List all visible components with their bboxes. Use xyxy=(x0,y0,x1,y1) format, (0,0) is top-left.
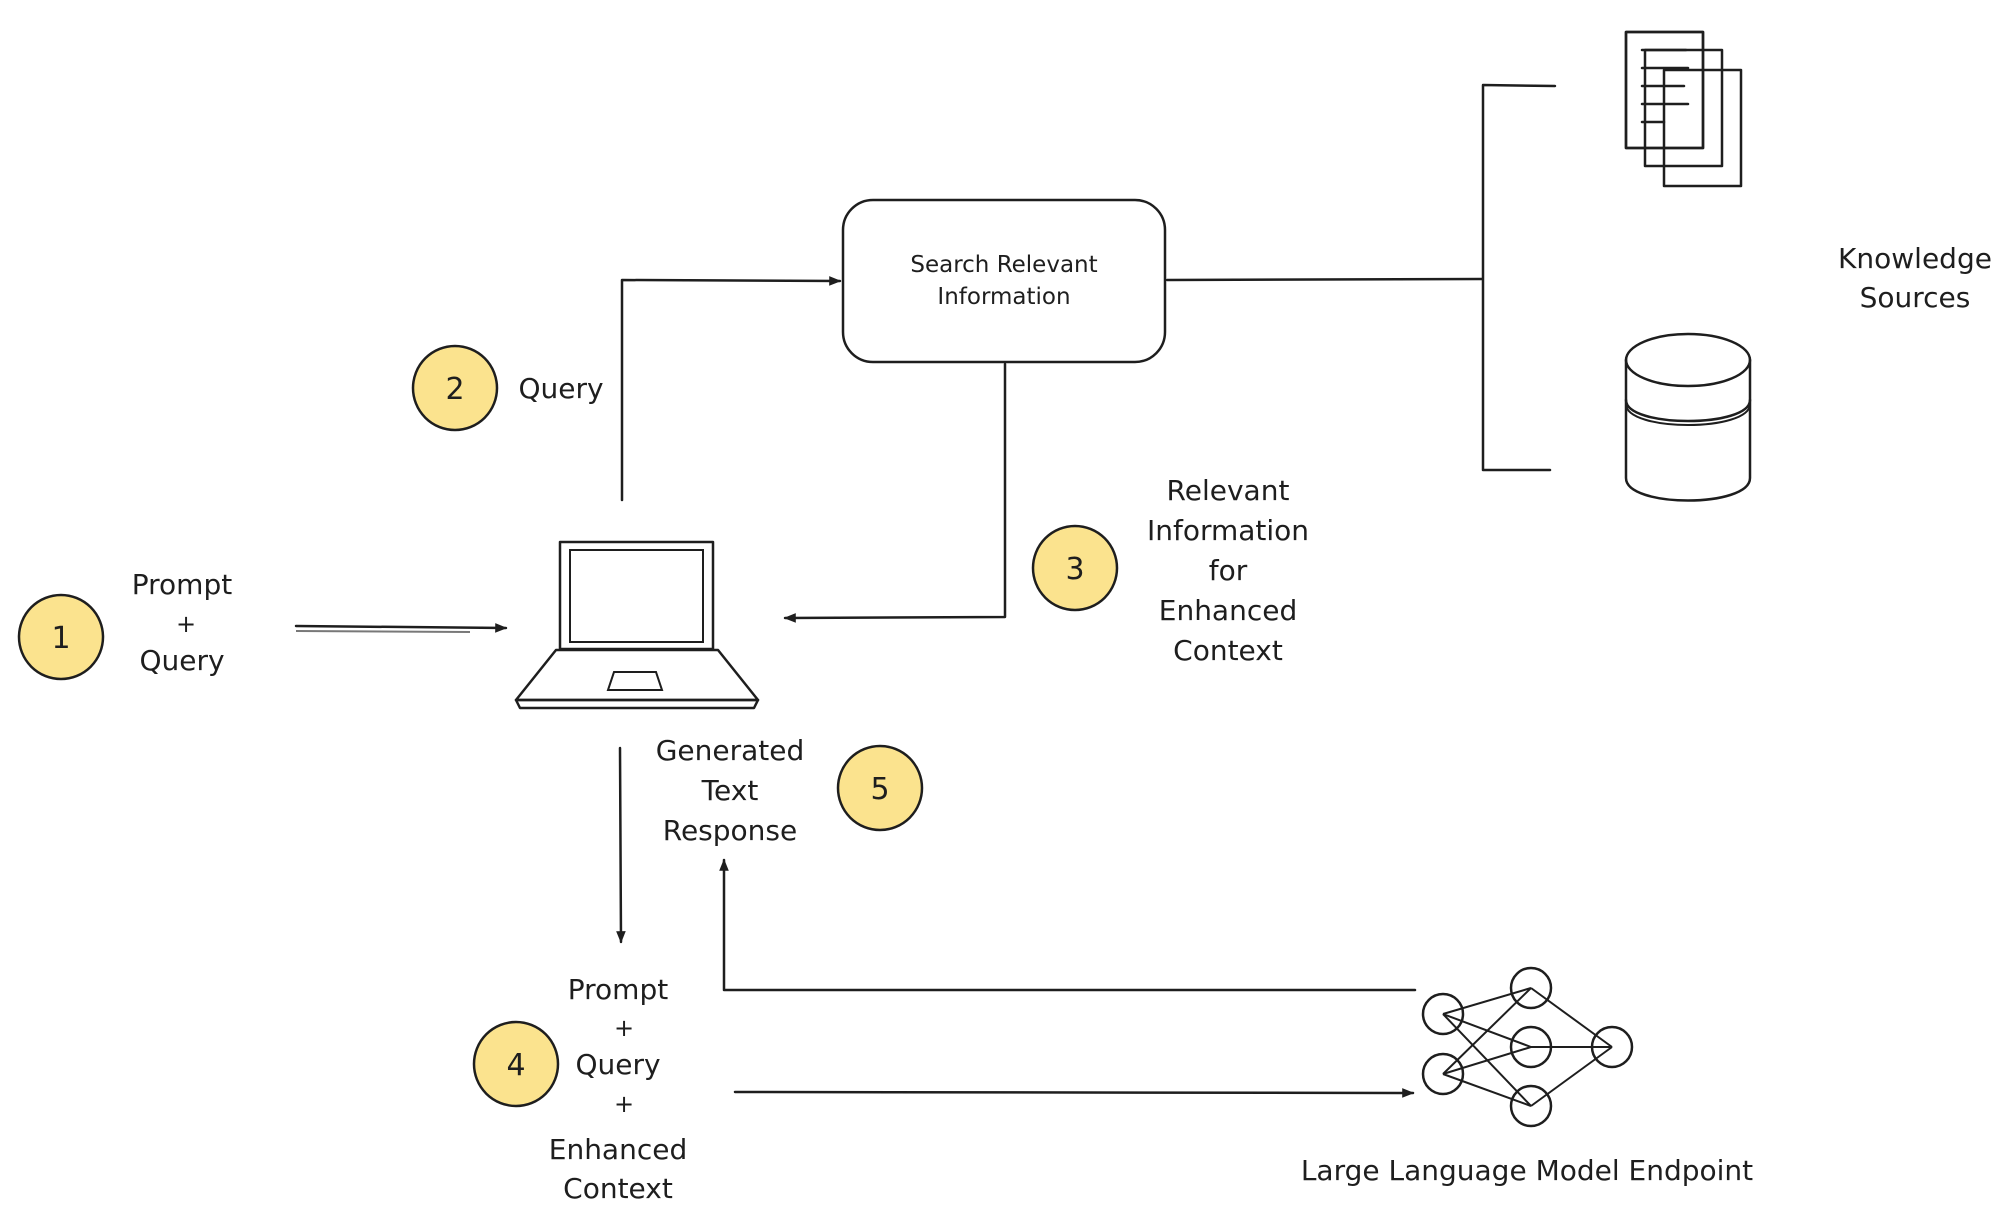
step4-label: Prompt + Query + Enhanced Context xyxy=(549,973,687,1205)
svg-text:for: for xyxy=(1209,554,1248,587)
arrow-bundle-to-llm xyxy=(733,1088,1415,1098)
svg-text:2: 2 xyxy=(445,372,464,407)
arrow-llm-to-response xyxy=(719,858,1417,992)
svg-text:Generated: Generated xyxy=(656,734,805,767)
svg-text:Prompt: Prompt xyxy=(132,568,232,601)
search-box: Search Relevant Information xyxy=(841,198,1167,364)
arrow-query-to-search xyxy=(620,276,842,502)
svg-text:1: 1 xyxy=(51,621,70,656)
svg-text:Context: Context xyxy=(563,1172,673,1205)
connector-search-to-knowledge xyxy=(1165,277,1484,282)
svg-text:Context: Context xyxy=(1173,634,1283,667)
arrow-prompt-to-laptop xyxy=(294,623,508,633)
arrow-laptop-to-bundle xyxy=(616,746,626,944)
knowledge-sources-line-2: Sources xyxy=(1860,281,1971,314)
svg-text:+: + xyxy=(176,610,196,638)
knowledge-bracket xyxy=(1481,83,1557,472)
documents-icon xyxy=(1624,30,1743,188)
svg-text:Relevant: Relevant xyxy=(1167,474,1290,507)
svg-text:3: 3 xyxy=(1065,552,1084,587)
svg-text:Prompt: Prompt xyxy=(568,973,668,1006)
step-badge-5: 5 xyxy=(836,744,924,832)
step5-label: Generated Text Response xyxy=(656,734,805,847)
laptop-icon xyxy=(514,540,760,710)
step-badge-4: 4 xyxy=(472,1020,560,1108)
arrow-search-to-laptop xyxy=(783,362,1007,623)
svg-text:+: + xyxy=(614,1090,634,1118)
svg-text:5: 5 xyxy=(870,772,889,807)
step-badge-3: 3 xyxy=(1031,524,1119,612)
svg-text:4: 4 xyxy=(506,1048,525,1083)
svg-text:Enhanced: Enhanced xyxy=(549,1133,687,1166)
llm-label: Large Language Model Endpoint xyxy=(1301,1154,1753,1187)
neural-network-icon xyxy=(1421,966,1634,1128)
svg-text:+: + xyxy=(614,1014,634,1042)
step1-label: Prompt + Query xyxy=(132,568,232,677)
step2-label: Query xyxy=(518,372,603,405)
svg-text:Information: Information xyxy=(1147,514,1309,547)
step-badge-2: 2 xyxy=(411,344,499,432)
svg-text:Text: Text xyxy=(701,774,759,807)
svg-text:Query: Query xyxy=(575,1048,660,1081)
database-icon xyxy=(1624,332,1752,502)
search-box-line-2: Information xyxy=(937,284,1070,310)
svg-text:Query: Query xyxy=(139,644,224,677)
knowledge-sources-line-1: Knowledge xyxy=(1838,242,1992,275)
svg-text:Response: Response xyxy=(663,814,797,847)
step-badge-1: 1 xyxy=(17,593,105,681)
step3-label: Relevant Information for Enhanced Contex… xyxy=(1147,474,1309,667)
search-box-line-1: Search Relevant xyxy=(910,252,1097,278)
svg-text:Enhanced: Enhanced xyxy=(1159,594,1297,627)
connectors xyxy=(294,83,1557,1098)
